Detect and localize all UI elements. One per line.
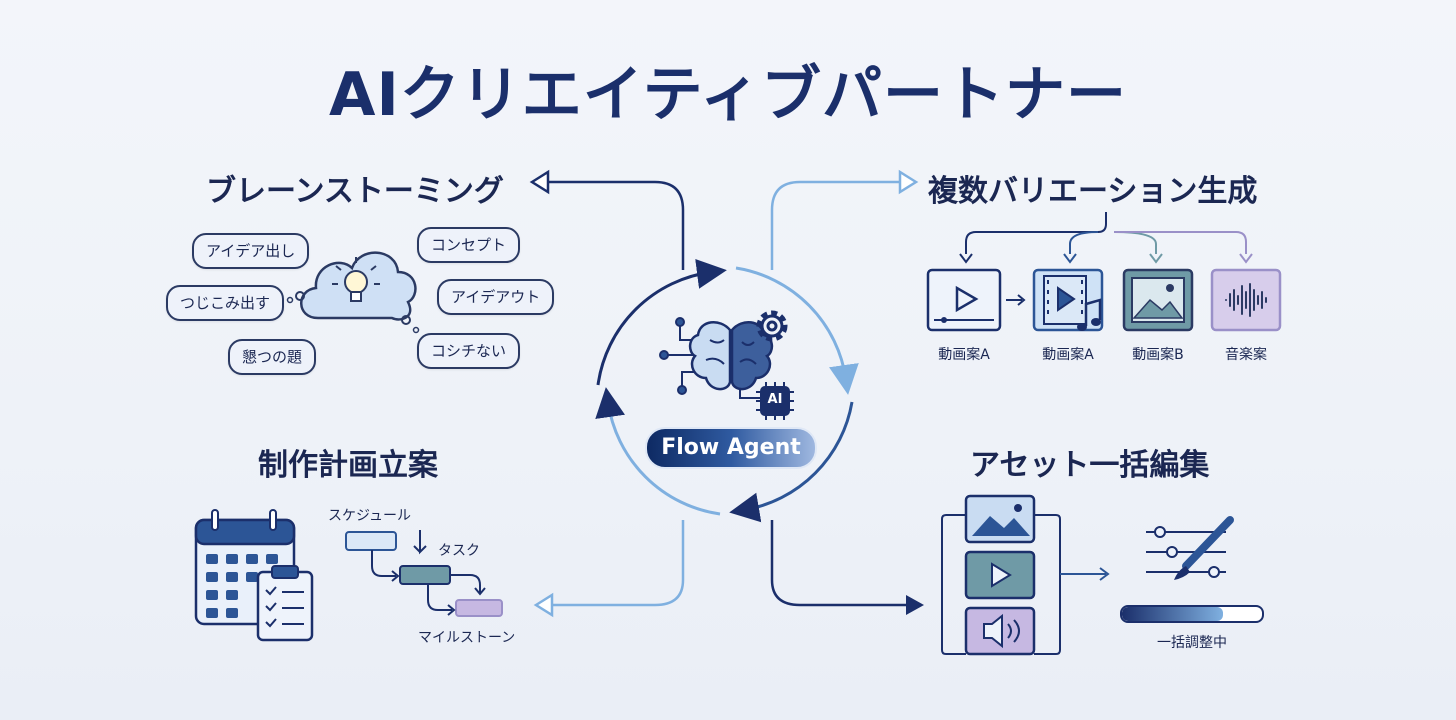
idea-bubble-6: コシチない <box>417 333 521 369</box>
ai-chip-icon <box>756 382 794 420</box>
calendar-grid <box>206 554 278 618</box>
audio-wave-card <box>1210 268 1282 332</box>
variation-label-4: 音楽案 <box>1225 347 1267 363</box>
connector-planning <box>533 520 685 618</box>
milestone-label: マイルストーン <box>418 630 516 646</box>
clipboard-checklist-icon <box>256 565 314 642</box>
schedule-label: スケジュール <box>328 508 412 524</box>
idea-bubble-2: コンセプト <box>417 227 521 263</box>
task-label: タスク <box>438 543 480 559</box>
page-title: AIクリエイティブパートナー <box>329 60 1127 130</box>
variation-label-2: 動画案A <box>1042 347 1094 363</box>
lightbulb-icon <box>332 257 380 302</box>
connector-brainstorm <box>529 169 685 270</box>
idea-bubble-3: つじこみ出す <box>166 285 285 321</box>
image-card <box>1122 268 1194 332</box>
progress-fill <box>1122 607 1223 621</box>
assets-title: アセット一括編集 <box>970 448 1210 483</box>
idea-bubble-4: アイデアウト <box>437 279 555 315</box>
progress-bar <box>1120 605 1264 623</box>
arrow-right-icon <box>1006 294 1026 306</box>
variations-title: 複数バリエーション生成 <box>928 174 1258 209</box>
brainstorm-title: ブレーンストーミング <box>206 174 504 209</box>
variations-fork <box>959 212 1253 264</box>
asset-audio-card <box>964 606 1036 656</box>
planning-title: 制作計画立案 <box>258 448 438 483</box>
ai-chip-label: AI <box>767 392 783 407</box>
connector-variations <box>770 169 919 270</box>
variation-label-1: 動画案A <box>938 347 990 363</box>
cycle-arcs <box>595 259 859 523</box>
variation-label-3: 動画案B <box>1132 347 1184 363</box>
video-card-1 <box>926 268 1002 332</box>
progress-label: 一括調整中 <box>1157 635 1227 651</box>
asset-bracket <box>941 514 1110 655</box>
flow-agent-badge: Flow Agent <box>645 427 817 469</box>
connector-assets <box>770 520 924 615</box>
sliders-brush-icon <box>1146 516 1234 580</box>
gear-icon <box>756 310 788 342</box>
gantt-flow <box>345 530 503 617</box>
asset-video-card <box>964 550 1036 600</box>
idea-bubble-1: アイデア出し <box>192 233 310 269</box>
idea-bubble-5: 懇つの題 <box>228 339 317 375</box>
film-music-card <box>1032 268 1104 332</box>
asset-image-card <box>964 494 1036 544</box>
brain-icon <box>688 321 774 391</box>
